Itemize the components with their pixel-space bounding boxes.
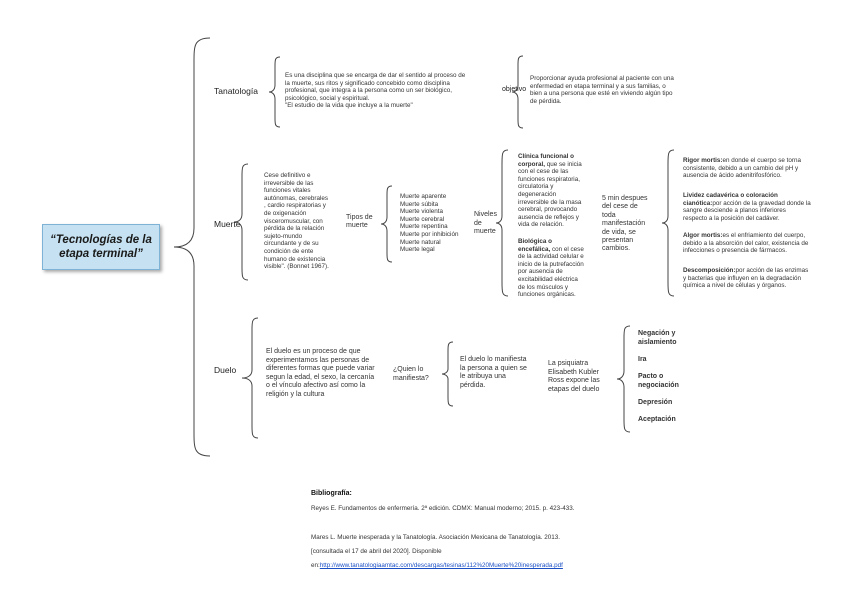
bibliografia-ref-4: en:http://www.tanatologiaamtac.com/desca…	[311, 562, 563, 569]
bibliografia-ref-2: Mares L. Muerte inesperada y la Tanatolo…	[311, 534, 561, 541]
signos-bracket	[661, 149, 675, 297]
signo-descomposicion: Descomposición:por acción de las enzimas…	[683, 267, 809, 290]
bibliografia-link[interactable]: http://www.tanatologiaamtac.com/descarga…	[319, 562, 563, 569]
tanatologia-definition: Es una disciplina que se encarga de dar …	[285, 72, 466, 110]
duelo-definition: El duelo es un proceso de que experiment…	[266, 348, 375, 398]
duelo-question-bracket	[441, 341, 454, 407]
bibliografia-title: Bibliografía:	[311, 490, 352, 497]
main-title: “Tecnologías de la etapa terminal”	[50, 234, 152, 260]
etapa-ira: Ira	[638, 356, 647, 363]
bibliografia-ref-3: [consultada el 17 de abril del 2020]. Di…	[311, 548, 442, 555]
objetivo-label: objetivo	[502, 86, 527, 93]
tipos-muerte-label: Tipos de muerte	[346, 214, 373, 229]
tipos-muerte-list: Muerte aparente Muerte súbita Muerte vio…	[400, 193, 459, 254]
etapas-bracket	[616, 325, 631, 433]
nivel-clinica: Clínica funcional o corporal, que se ini…	[518, 153, 582, 229]
objetivo-text: Proporcionar ayuda profesional al pacien…	[530, 75, 674, 105]
signo-rigor-mortis: Rigor mortis:en donde el cuerpo se torna…	[683, 157, 801, 180]
tanatologia-label: Tanatología	[214, 86, 258, 96]
etapa-pacto: Pacto o negociación	[638, 373, 679, 389]
duelo-label: Duelo	[214, 365, 237, 375]
signo-lividez: Lividez cadavérica o coloración cianótic…	[683, 192, 811, 222]
cinco-min-text: 5 min despues del cese de toda manifesta…	[602, 195, 648, 253]
etapa-negacion: Negación y aislamiento	[638, 330, 677, 346]
duelo-manifiesta: El duelo lo manifiesta la persona a quie…	[460, 356, 527, 389]
bibliografia-ref-1: Reyes E. Fundamentos de enfermería. 2ª e…	[311, 505, 575, 512]
objetivo-bracket	[511, 55, 524, 129]
muerte-definition: Cese definitivo e irreversible de las fu…	[264, 172, 329, 271]
etapa-aceptacion: Aceptación	[638, 416, 676, 423]
tipos-bracket	[380, 185, 393, 263]
tanatologia-bracket	[268, 56, 281, 128]
nivel-biologica: Biológica o encefálica, con el cese de l…	[518, 238, 584, 299]
muerte-bracket	[233, 163, 249, 281]
niveles-muerte-label: Niveles de muerte	[474, 211, 497, 235]
signo-algor-mortis: Algor mortis:es el enfriamiento del cuer…	[683, 232, 809, 255]
muerte-label: Muerte	[214, 219, 241, 229]
duelo-question: ¿Quien lo manifiesta?	[393, 366, 429, 382]
niveles-bracket	[495, 149, 509, 297]
duelo-kubler: La psiquiatra Elisabeth Kubler Ross expo…	[548, 360, 600, 393]
main-title-box: “Tecnologías de la etapa terminal”	[42, 224, 160, 270]
bibliografia-ref-4-prefix: en:	[311, 562, 320, 569]
duelo-bracket	[241, 317, 259, 439]
main-bracket	[173, 37, 211, 457]
etapa-depresion: Depresión	[638, 399, 673, 406]
